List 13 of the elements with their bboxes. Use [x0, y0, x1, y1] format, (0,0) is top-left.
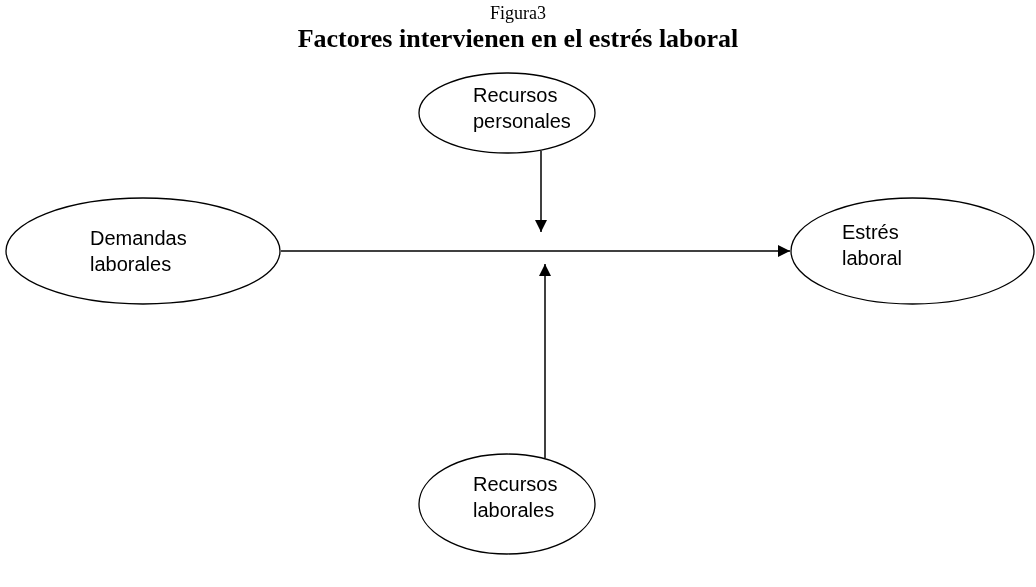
- ellipse-node: [418, 453, 596, 555]
- arrow: [535, 150, 547, 233]
- figure-number: Figura3: [490, 3, 546, 24]
- node-label: Recursos laborales: [473, 472, 559, 523]
- node-label: Estrés laboral: [842, 220, 904, 271]
- arrow: [280, 245, 791, 257]
- ellipse-node: [418, 72, 596, 154]
- arrow: [539, 263, 551, 459]
- ellipse-node: [790, 197, 1035, 305]
- ellipse-node: [5, 197, 281, 305]
- diagram-title: Factores intervienen en el estrés laboral: [297, 24, 739, 54]
- node-label: Demandas laborales: [90, 226, 188, 277]
- node-label: Recursos personales: [473, 83, 572, 134]
